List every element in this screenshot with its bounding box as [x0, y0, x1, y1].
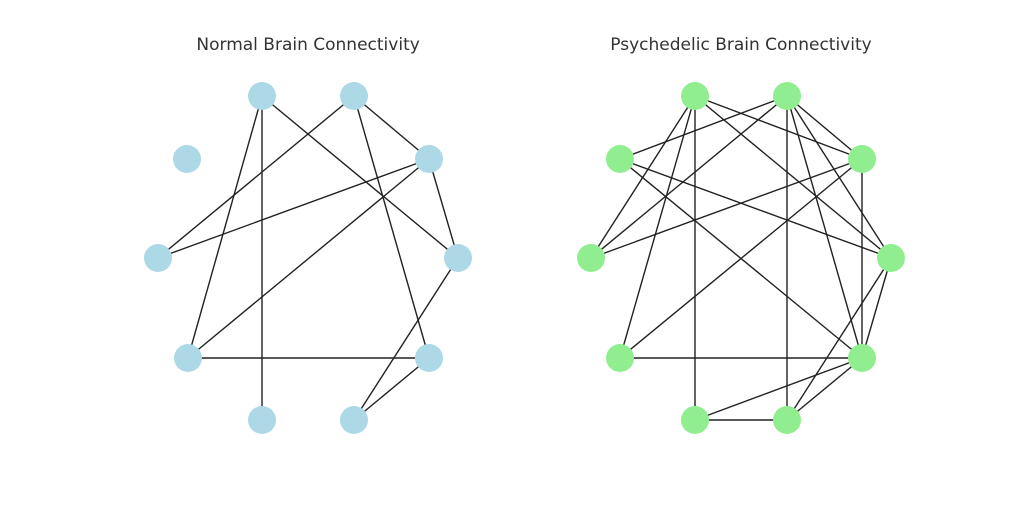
graph-edge — [428, 158, 459, 259]
graph-edge — [694, 357, 863, 421]
graph-edge — [619, 158, 863, 359]
graph-node — [415, 344, 443, 372]
graph-node — [577, 244, 605, 272]
graph-node — [415, 145, 443, 173]
graph-edge — [590, 158, 863, 259]
graph-edge — [187, 158, 430, 359]
graph-node — [848, 145, 876, 173]
graph-node — [340, 82, 368, 110]
graph-node — [773, 82, 801, 110]
graph-edge — [786, 95, 892, 259]
graph-edge — [590, 95, 788, 259]
graph-node — [773, 406, 801, 434]
graph-edge — [157, 95, 355, 259]
graph-node — [606, 145, 634, 173]
graph-edge — [619, 95, 696, 359]
graph-edge — [353, 95, 430, 359]
graph-node — [848, 344, 876, 372]
graph-node — [174, 344, 202, 372]
graph-node — [681, 406, 709, 434]
graph-node — [144, 244, 172, 272]
graph-edge — [353, 257, 459, 421]
graph-node — [606, 344, 634, 372]
graph-node — [444, 244, 472, 272]
graph-edge — [786, 357, 863, 421]
normal-panel-title: Normal Brain Connectivity — [196, 35, 420, 55]
graph-node — [681, 82, 709, 110]
graph-edge — [694, 95, 863, 160]
graph-node — [877, 244, 905, 272]
graph-panel-psychedelic — [577, 82, 905, 434]
psychedelic-panel-title: Psychedelic Brain Connectivity — [610, 35, 872, 55]
graph-node — [173, 145, 201, 173]
graph-edge — [590, 95, 696, 259]
graph-edge — [786, 257, 892, 421]
graph-edge — [187, 95, 263, 359]
graph-panel-normal — [144, 82, 472, 434]
graph-edge — [619, 158, 892, 259]
graph-edge — [353, 95, 430, 160]
graph-edge — [786, 95, 863, 160]
graph-node — [248, 406, 276, 434]
graph-edge — [261, 95, 459, 259]
graph-edge — [786, 95, 863, 359]
graph-node — [340, 406, 368, 434]
graph-edge — [619, 95, 788, 160]
graph-edge — [353, 357, 430, 421]
graph-edge — [694, 95, 892, 259]
graph-edge — [157, 158, 430, 259]
graph-edge — [861, 257, 892, 359]
graph-node — [248, 82, 276, 110]
